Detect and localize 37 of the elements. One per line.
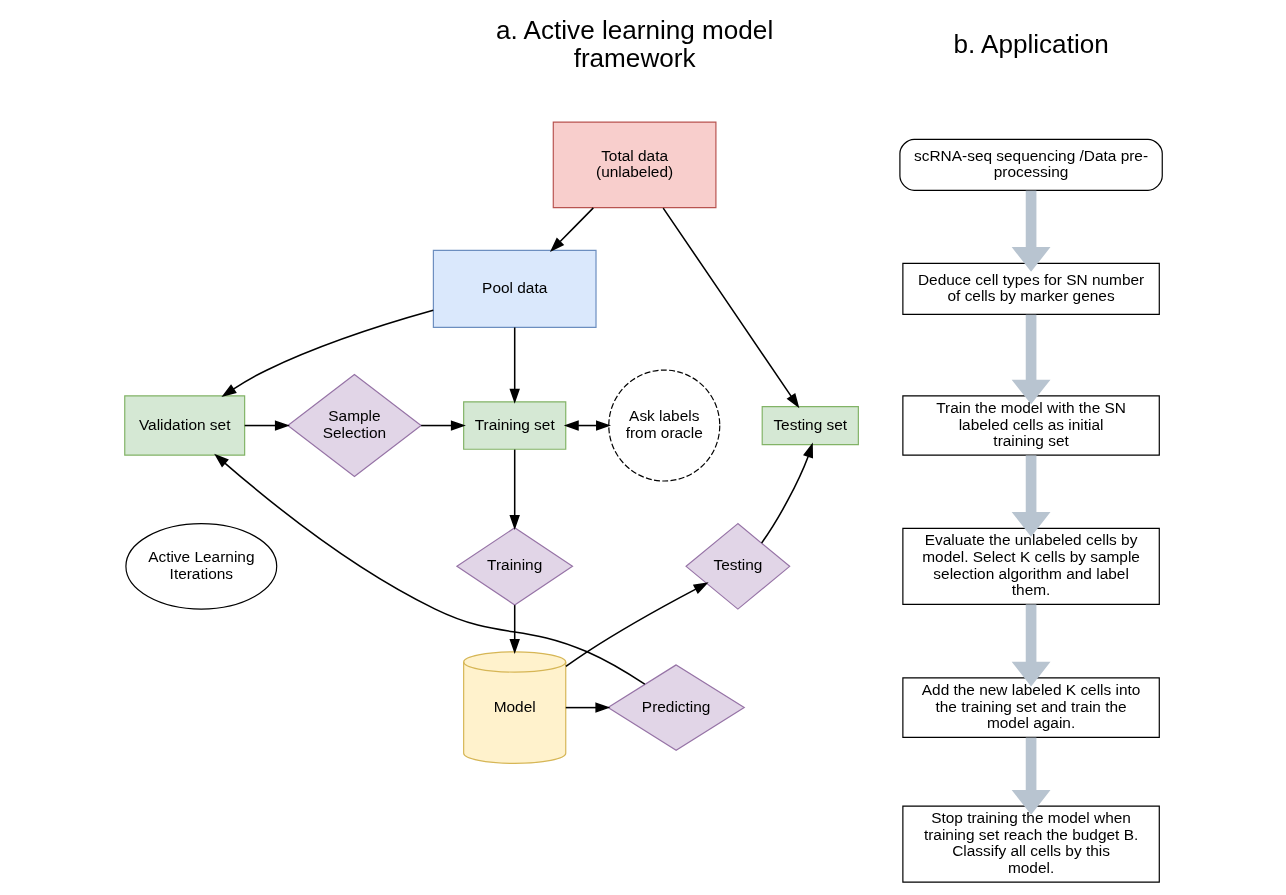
node-box: Stop training the model when training set reach the budget B. Classify all cells by this model.: [901, 805, 1160, 883]
node-box: Validation set: [123, 395, 245, 456]
label: b. Application: [952, 28, 1109, 59]
arrow: [1011, 604, 1050, 687]
arrow: [508, 604, 520, 654]
node-ellipse: Active Learning Iterations: [124, 523, 277, 610]
node-diamond: Training: [455, 527, 574, 606]
node-box: scRNA-seq sequencing /Data pre-processing: [898, 138, 1163, 191]
arrow: [213, 453, 646, 685]
arrow: [563, 420, 611, 431]
node-box: Testing set: [761, 405, 859, 446]
node-diamond: Predicting: [606, 664, 745, 752]
node-box: Total data (unlabeled): [552, 121, 716, 209]
label: a. Active learning model framework: [495, 14, 773, 74]
node-box: Deduce cell types for SN number of cells by marker genes: [901, 262, 1160, 315]
node-box: Training set: [462, 401, 566, 450]
arrow: [760, 442, 813, 544]
node-box: Train the model with the SN labeled cells as initial training set: [901, 395, 1160, 456]
node-diamond: Testing: [684, 522, 791, 610]
node-box: Add the new labeled K cells into the training set and train the model again.: [901, 677, 1160, 738]
arrow: [419, 420, 466, 431]
arrow: [549, 207, 594, 252]
arrow: [508, 326, 520, 404]
arrow: [1011, 455, 1050, 537]
arrow: [1011, 190, 1050, 272]
arrow: [220, 309, 434, 397]
arrow: [661, 207, 799, 409]
arrow: [564, 582, 709, 668]
arrow: [243, 420, 290, 431]
node-diamond: Sample Selection: [286, 373, 422, 478]
arrow: [564, 702, 610, 713]
arrow: [1011, 314, 1050, 405]
node-circle: Ask labels from oracle: [607, 369, 720, 482]
node-box: Pool data: [432, 249, 597, 329]
arrow: [1011, 737, 1050, 815]
node-box: Evaluate the unlabeled cells by model. Select K cells by sample selection algorithm and label them.: [901, 527, 1160, 605]
arrow: [508, 448, 520, 530]
